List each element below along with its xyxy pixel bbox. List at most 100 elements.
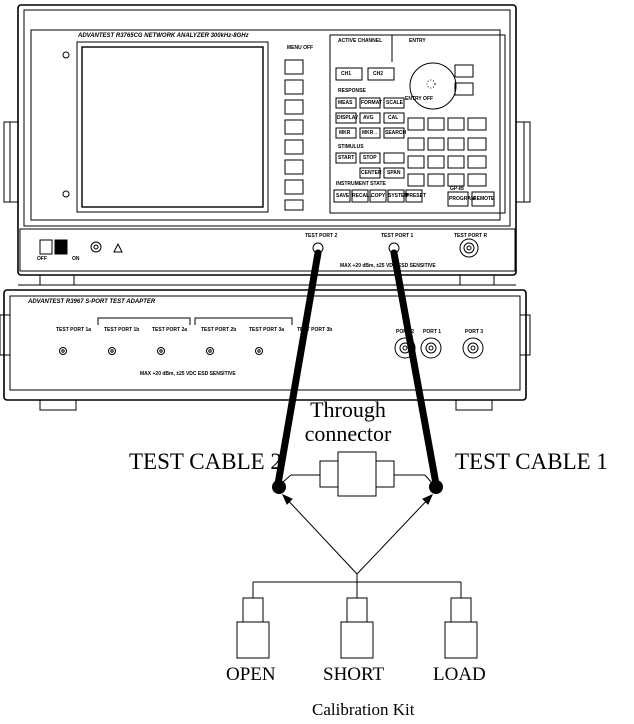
port-r-connector xyxy=(459,238,479,258)
analyzer-warning: MAX +20 dBm, ±25 VDC ESD SENSITIVE xyxy=(340,263,436,269)
calibration-kit-label: Calibration Kit xyxy=(312,700,415,719)
load-label: LOAD xyxy=(433,664,486,685)
scale-key[interactable]: SCALE xyxy=(386,100,403,106)
softkey-column xyxy=(284,59,304,211)
response-label: RESPONSE xyxy=(338,88,366,94)
recall-key[interactable]: RECALL xyxy=(352,193,373,199)
control-panel xyxy=(329,34,506,214)
calibration-standards xyxy=(236,597,478,659)
meas-key[interactable]: MEAS xyxy=(338,100,353,106)
adapter-port2-label: PORT 2 xyxy=(396,329,415,335)
adapter-port3-label: PORT 3 xyxy=(465,329,484,335)
analyzer-front-strip xyxy=(19,228,516,272)
adapter-cabinet xyxy=(3,289,527,401)
analyzer-inner-frame xyxy=(30,29,501,221)
save-key[interactable]: SAVE xyxy=(336,193,350,199)
numeric-keypad xyxy=(407,117,487,187)
test-cable-1-label: TEST CABLE 1 xyxy=(455,449,608,474)
cable-1-end xyxy=(429,480,443,494)
gpib-label: GP-IB xyxy=(450,186,464,192)
rotary-knob xyxy=(409,62,457,110)
through-connector-label: Through connector xyxy=(292,398,404,446)
port-group-bracket xyxy=(194,317,293,325)
ch1-key[interactable]: CH1 xyxy=(341,71,352,77)
step-down-key xyxy=(454,82,474,96)
port-group-bracket xyxy=(97,317,191,325)
load-standard xyxy=(444,597,478,659)
analyzer-title: ADVANTEST R3765CG NETWORK ANALYZER 300kH… xyxy=(78,33,249,39)
screen-bezel xyxy=(76,41,269,213)
format-key[interactable]: FORMAT xyxy=(361,100,383,106)
adapter-port-label: TEST PORT 2a xyxy=(152,327,188,333)
left-handle xyxy=(3,121,19,203)
screw-icon xyxy=(62,190,70,198)
through-connector-label-line1: Through xyxy=(310,397,386,422)
start-key[interactable]: START xyxy=(338,155,355,161)
entry-label: ENTRY xyxy=(409,38,426,44)
screw-icon xyxy=(62,51,70,59)
test-port-2-label: TEST PORT 2 xyxy=(305,233,338,239)
power-on-label: ON xyxy=(72,256,80,262)
open-standard xyxy=(236,597,270,659)
power-switch xyxy=(39,239,53,255)
stimulus-label: STIMULUS xyxy=(338,144,364,150)
avg-key[interactable]: AVG xyxy=(363,115,374,121)
adapter-front-frame xyxy=(9,295,521,391)
span-key[interactable]: SPAN xyxy=(387,170,401,176)
test-port-r-label: TEST PORT R xyxy=(454,233,488,239)
program-key[interactable]: PROGRAM xyxy=(449,196,476,202)
test-cable-2-label: TEST CABLE 2 xyxy=(129,449,282,474)
adapter-port1-label: PORT 1 xyxy=(423,329,442,335)
display-key[interactable]: DISPLAY xyxy=(337,115,359,121)
dial-icon xyxy=(90,241,102,253)
short-standard xyxy=(340,597,374,659)
preset-key[interactable]: PRESET xyxy=(406,193,427,199)
analyzer-front-frame xyxy=(23,9,511,227)
mkr-arrow-key[interactable]: MKR→ xyxy=(362,130,379,136)
instrument-state-label: INSTRUMENT STATE xyxy=(336,181,386,187)
through-connector-label-line2: connector xyxy=(304,421,392,446)
adapter-warning: MAX +20 dBm, ±25 VDC ESD SENSITIVE xyxy=(140,371,236,377)
adapter-large-ports xyxy=(394,337,484,359)
instrument-state-keys xyxy=(333,189,423,203)
stop-key[interactable]: STOP xyxy=(363,155,377,161)
open-label: OPEN xyxy=(226,664,276,685)
test-port-1-label: TEST PORT 1 xyxy=(381,233,414,239)
adapter-ports xyxy=(59,347,263,355)
response-keys xyxy=(335,97,405,139)
analyzer-screen xyxy=(81,46,264,208)
test-adapter xyxy=(0,289,531,411)
center-key[interactable]: CENTER xyxy=(361,170,382,176)
copy-key[interactable]: COPY xyxy=(371,193,386,199)
mkr-key[interactable]: MKR xyxy=(339,130,351,136)
through-connector xyxy=(282,451,432,497)
entry-off-key[interactable]: ENTRY OFF xyxy=(405,96,434,102)
test-cable-1 xyxy=(390,249,440,488)
calibration-arrows xyxy=(252,494,462,598)
ch2-key[interactable]: CH2 xyxy=(373,71,384,77)
adapter-title: ADVANTEST R3967 S-PORT TEST ADAPTER xyxy=(28,299,156,305)
cable-2-end xyxy=(272,480,286,494)
search-key[interactable]: SEARCH xyxy=(385,130,407,136)
menu-off-key[interactable]: MENU OFF xyxy=(287,45,314,51)
network-analyzer xyxy=(3,4,531,286)
adapter-port-label: TEST PORT 1a xyxy=(56,327,92,333)
active-channel-label: ACTIVE CHANNEL xyxy=(338,38,383,44)
test-cable-2 xyxy=(274,249,322,488)
adapter-port-label: TEST PORT 3b xyxy=(297,327,333,333)
arrow-head-icon xyxy=(282,494,293,505)
test-cables xyxy=(272,249,443,494)
adapter-port-label: TEST PORT 1b xyxy=(104,327,140,333)
power-off-label: OFF xyxy=(37,256,47,262)
short-label: SHORT xyxy=(323,664,385,685)
cal-key[interactable]: CAL xyxy=(388,115,399,121)
step-up-key xyxy=(454,64,474,78)
remote-key[interactable]: REMOTE xyxy=(473,196,495,202)
arrow-head-icon xyxy=(422,494,433,505)
adapter-port-label: TEST PORT 2b xyxy=(201,327,237,333)
system-key[interactable]: SYSTEM xyxy=(388,193,409,199)
channel-keys xyxy=(335,67,395,81)
stimulus-keys xyxy=(335,152,405,179)
adapter-port-label: TEST PORT 3a xyxy=(249,327,285,333)
